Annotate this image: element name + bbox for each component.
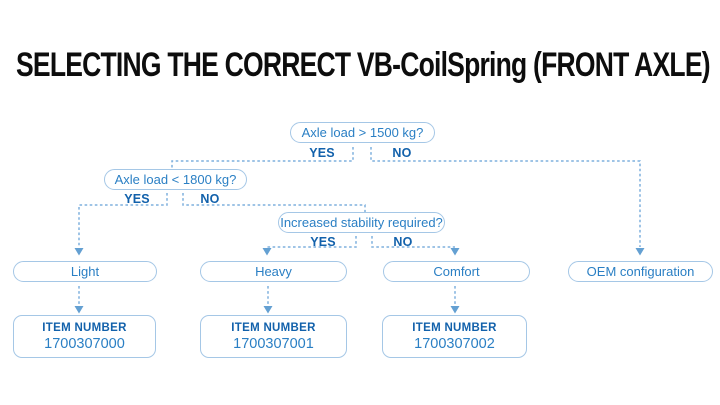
decision-axle-load-1500: Axle load > 1500 kg? bbox=[290, 122, 435, 143]
result-label: Comfort bbox=[433, 264, 480, 279]
page-title: SELECTING THE CORRECT VB-CoilSpring (FRO… bbox=[16, 46, 711, 84]
result-label: Heavy bbox=[255, 264, 292, 279]
result-label: Light bbox=[70, 264, 100, 279]
decision-question: Axle load > 1500 kg? bbox=[301, 125, 424, 140]
decision-increased-stability: Increased stability required? bbox=[278, 212, 445, 233]
item-number-value: 1700307000 bbox=[44, 335, 125, 352]
decision3-yes-label: YES bbox=[310, 235, 336, 249]
item-number-value: 1700307002 bbox=[414, 335, 495, 352]
result-heavy: Heavy bbox=[200, 261, 347, 282]
decision-axle-load-1800: Axle load < 1800 kg? bbox=[104, 169, 247, 190]
item-number-heading: ITEM NUMBER bbox=[412, 321, 497, 334]
decision2-no-label: NO bbox=[200, 192, 220, 206]
decision3-no-label: NO bbox=[393, 235, 413, 249]
result-label: OEM configuration bbox=[586, 264, 695, 279]
decision-question: Axle load < 1800 kg? bbox=[114, 172, 237, 187]
item-number-box-heavy: ITEM NUMBER 1700307001 bbox=[200, 315, 347, 358]
item-number-value: 1700307001 bbox=[233, 335, 314, 352]
item-number-box-comfort: ITEM NUMBER 1700307002 bbox=[382, 315, 527, 358]
decision1-yes-label: YES bbox=[309, 146, 335, 160]
result-light: Light bbox=[13, 261, 157, 282]
item-number-box-light: ITEM NUMBER 1700307000 bbox=[13, 315, 156, 358]
result-comfort: Comfort bbox=[383, 261, 530, 282]
result-oem-configuration: OEM configuration bbox=[568, 261, 713, 282]
decision1-no-label: NO bbox=[392, 146, 412, 160]
item-number-heading: ITEM NUMBER bbox=[42, 321, 127, 334]
decision-question: Increased stability required? bbox=[280, 215, 443, 230]
decision2-yes-label: YES bbox=[124, 192, 150, 206]
item-number-heading: ITEM NUMBER bbox=[231, 321, 316, 334]
